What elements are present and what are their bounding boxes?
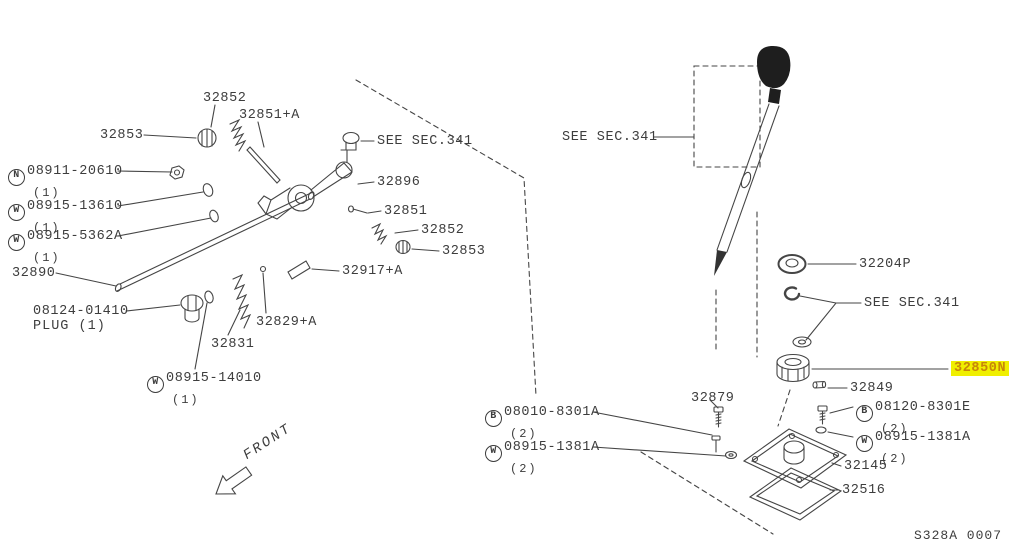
- part-washer-14010-drawing: [204, 290, 214, 304]
- circled-w-icon: W: [147, 375, 164, 393]
- part-qty: PLUG (1): [33, 319, 106, 334]
- shift-lever-drawing: [714, 103, 780, 276]
- see-sec-cap-drawing: [342, 131, 360, 151]
- part-qty: (2): [881, 421, 909, 436]
- e-ring-drawing: [783, 286, 801, 301]
- part-32879-screw-drawing: [713, 406, 724, 428]
- part-qty: (2): [510, 426, 538, 441]
- part-label-32831[interactable]: 32831: [211, 337, 255, 352]
- part-label-08124-01410[interactable]: 08124-01410 PLUG (1): [33, 304, 129, 334]
- part-washer-13610-drawing: [202, 183, 214, 197]
- part-qty: (1): [33, 185, 61, 200]
- part-label-32851[interactable]: 32851: [384, 204, 428, 219]
- part-label-32852-right[interactable]: 32852: [421, 223, 465, 238]
- part-32851a-rod-drawing: [246, 146, 281, 184]
- circled-b-icon: B: [485, 409, 502, 427]
- screw-08010-drawing: [711, 435, 721, 453]
- part-32851-screw-drawing: [347, 205, 368, 214]
- part-32831-spring-drawing: [232, 273, 252, 329]
- front-arrow-icon: [215, 466, 253, 495]
- part-label-32829a[interactable]: 32829+A: [256, 315, 317, 330]
- part-32852-spring-left-drawing: [229, 118, 247, 152]
- part-32145-housing-drawing: [742, 428, 848, 489]
- part-32853-cap-right-drawing: [395, 239, 411, 255]
- part-qty: (2): [510, 461, 538, 476]
- part-number: 08915-13610: [27, 199, 123, 214]
- circled-w-icon: W: [8, 203, 25, 221]
- part-number: 08010-8301A: [504, 405, 600, 420]
- part-32890-rod-drawing: [114, 191, 315, 292]
- part-32852-spring-right-drawing: [371, 222, 388, 245]
- circled-w-icon: W: [8, 233, 25, 251]
- part-plug-08124-drawing: [180, 294, 204, 323]
- washer-1381a-left-drawing: [724, 450, 738, 460]
- part-label-32145[interactable]: 32145: [844, 459, 888, 474]
- part-32896-bracket-drawing: [257, 149, 353, 220]
- part-32853-left-drawing: [197, 128, 217, 148]
- see-sec-label-right-mid: SEE SEC.341: [864, 296, 960, 311]
- part-label-32516[interactable]: 32516: [842, 483, 886, 498]
- part-qty: (1): [33, 220, 61, 235]
- part-number: 08915-1381A: [504, 440, 600, 455]
- leader-lines: [55, 104, 949, 491]
- part-number: 08915-5362A: [27, 229, 123, 244]
- see-sec-label-left: SEE SEC.341: [377, 134, 473, 149]
- part-number: 08911-20610: [27, 164, 123, 179]
- see-sec-label-right-top: SEE SEC.341: [562, 130, 658, 145]
- part-label-32890[interactable]: 32890: [12, 266, 56, 281]
- part-label-32851a[interactable]: 32851+A: [239, 108, 300, 123]
- part-32849-pin-drawing: [812, 380, 827, 389]
- part-qty: (2): [881, 451, 909, 466]
- part-label-32849[interactable]: 32849: [850, 381, 894, 396]
- part-label-32879[interactable]: 32879: [691, 391, 735, 406]
- part-label-32896[interactable]: 32896: [377, 175, 421, 190]
- part-label-32853-right[interactable]: 32853: [442, 244, 486, 259]
- part-label-32204p[interactable]: 32204P: [859, 257, 912, 272]
- part-number: 08120-8301E: [875, 400, 971, 415]
- part-number: 08124-01410: [33, 304, 129, 319]
- part-qty: (1): [172, 392, 200, 407]
- part-32516-gasket-drawing: [748, 467, 843, 521]
- circled-w-icon: W: [856, 434, 873, 452]
- part-nut-08911-drawing: [169, 165, 185, 180]
- circled-n-icon: N: [8, 168, 25, 186]
- part-32204p-grommet-drawing: [777, 254, 807, 274]
- part-32850n-bushing-drawing: [776, 353, 810, 383]
- part-number: 08915-14010: [166, 371, 262, 386]
- diagram-code: S328A 0007: [914, 528, 1003, 543]
- washer-mid-drawing: [792, 336, 812, 348]
- part-32917a-pin-drawing: [287, 260, 311, 280]
- washer-1381a-right-drawing: [815, 426, 827, 434]
- circled-b-icon: B: [856, 404, 873, 422]
- part-qty: (1): [33, 250, 61, 265]
- part-label-32917a[interactable]: 32917+A: [342, 264, 403, 279]
- reference-dashed-lines: [355, 65, 791, 535]
- circled-w-icon: W: [485, 444, 502, 462]
- part-number: 08915-1381A: [875, 430, 971, 445]
- part-32829a-ball-drawing: [259, 265, 267, 273]
- part-label-32850n-highlighted[interactable]: 32850N: [951, 361, 1010, 376]
- bolt-08120-drawing: [817, 405, 828, 425]
- shift-knob-drawing: [757, 45, 791, 104]
- part-washer-5362a-drawing: [209, 209, 219, 223]
- part-label-32852-top[interactable]: 32852: [203, 91, 247, 106]
- part-label-32853-left[interactable]: 32853: [100, 128, 144, 143]
